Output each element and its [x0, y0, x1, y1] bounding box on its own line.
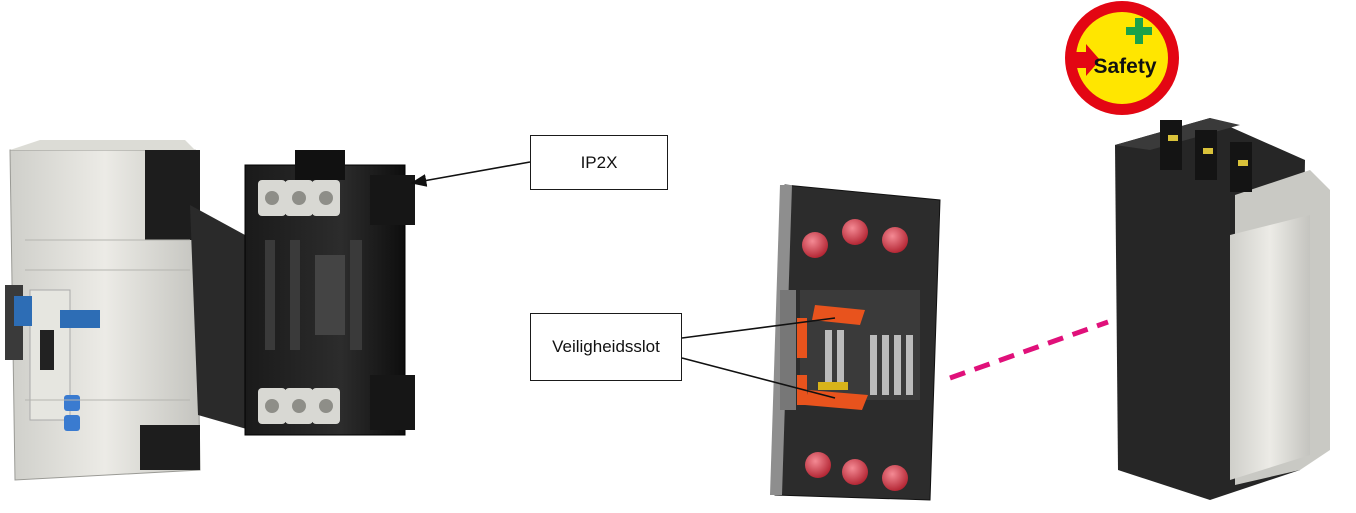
- plug-in-base-ip2x: [190, 150, 415, 436]
- ip2x-arrow: [410, 161, 531, 187]
- red-terminal: [842, 219, 868, 245]
- red-terminal: [842, 459, 868, 485]
- red-terminal: [882, 227, 908, 253]
- red-arrow-icon: [1068, 44, 1100, 76]
- dashed-connector: [949, 319, 1109, 381]
- circuit-breaker-rear: [1115, 118, 1330, 500]
- mounting-plate: [770, 184, 941, 501]
- red-terminal: [805, 452, 831, 478]
- safety-lock-line-bottom: [681, 357, 836, 399]
- safety-lock-label: Veiligheidsslot: [552, 337, 660, 356]
- circuit-breaker-front: [5, 140, 201, 481]
- safety-badge-label: Safety: [1093, 55, 1156, 78]
- green-plus-icon: [1126, 18, 1152, 44]
- red-terminal: [882, 465, 908, 491]
- ip2x-callout: IP2X: [530, 135, 668, 190]
- red-terminal: [802, 232, 828, 258]
- safety-lock-line-top: [681, 317, 836, 339]
- safety-badge: Safety: [1065, 1, 1179, 115]
- safety-lock-callout: Veiligheidsslot: [530, 313, 682, 381]
- ip2x-label: IP2X: [580, 152, 618, 172]
